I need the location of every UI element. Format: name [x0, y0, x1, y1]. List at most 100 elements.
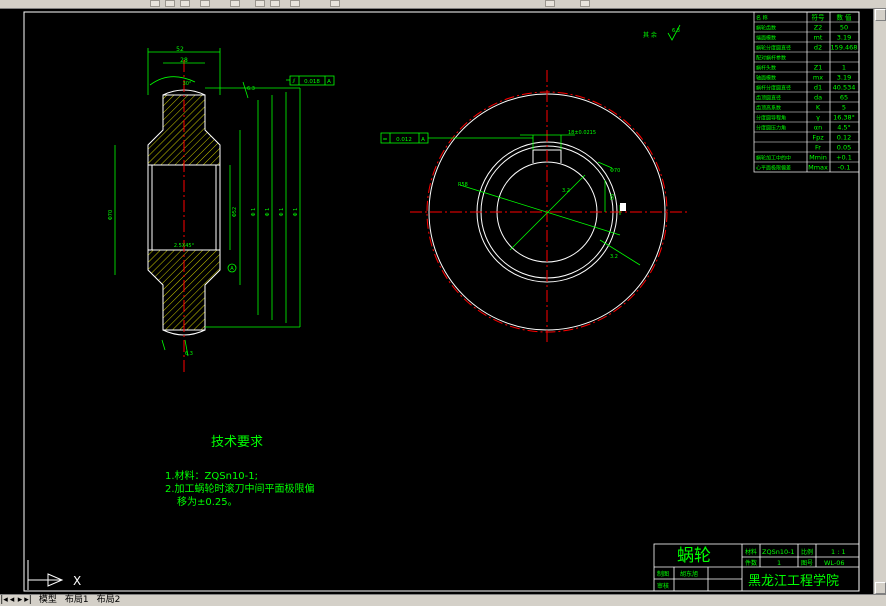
- tolerance-frame-left: ⫽ 0.018 A: [286, 75, 335, 86]
- material-label: 材料: [745, 548, 757, 556]
- part-name: 蜗轮: [677, 546, 711, 566]
- params-cell: 159.468: [831, 44, 858, 52]
- tab-model[interactable]: 模型: [38, 595, 57, 605]
- tab-next-icon[interactable]: ▸: [17, 595, 23, 605]
- drawing-canvas[interactable]: 52 28 30° 2.5X45° Φ70 Φ52 Φ 1 Φ 1 Φ 1 Φ …: [0, 9, 873, 594]
- params-cell: Z2: [814, 24, 823, 32]
- school-name: 黑龙江工程学院: [748, 573, 839, 589]
- tech-line1: 1.材料：ZQSn10-1;: [165, 469, 258, 482]
- dim-width-inner: 28: [180, 57, 188, 64]
- params-cell: 心平面极限偏差: [756, 165, 791, 172]
- title-block-frame: [653, 543, 860, 592]
- params-cell: d1: [814, 84, 822, 92]
- params-cell: 符号: [812, 13, 826, 22]
- roughness-rest-value: 6.3: [672, 28, 680, 34]
- section-dimensions: [114, 48, 301, 357]
- checked-label: 审核: [657, 582, 669, 590]
- params-cell: 0.12: [837, 134, 851, 142]
- toolbar-button[interactable]: [150, 0, 160, 7]
- tech-title: 技术要求: [211, 435, 263, 450]
- front-dimensions: [459, 134, 641, 266]
- params-cell: 65: [840, 94, 848, 102]
- roughness-rest-label: 其 余: [643, 31, 657, 39]
- dim-d1: Φ 1: [251, 208, 257, 217]
- params-cell: K: [816, 104, 821, 112]
- scroll-down-button[interactable]: [875, 582, 886, 594]
- roughness-left-bottom: 6.3: [185, 351, 193, 357]
- params-cell: 0.05: [837, 144, 851, 152]
- tab-layout1[interactable]: 布局1: [64, 595, 89, 605]
- params-cell: 1: [842, 64, 846, 72]
- toolbar-button[interactable]: [270, 0, 280, 7]
- scroll-up-button[interactable]: [875, 9, 886, 21]
- tab-prev-icon[interactable]: ◂: [9, 595, 15, 605]
- params-cell: 配对蜗杆参数: [756, 55, 786, 62]
- drawing-no-value: WL-06: [824, 559, 845, 567]
- tab-last-icon[interactable]: ▸|: [24, 595, 32, 605]
- params-cell: 齿顶高系数: [756, 105, 781, 112]
- drawing-no-label: 图号: [801, 560, 813, 567]
- svg-text:=: =: [382, 136, 387, 143]
- params-cell: 3.19: [837, 34, 851, 42]
- params-cell: mx: [813, 74, 823, 82]
- params-cell: -0.1: [838, 164, 851, 172]
- ratio-label: 比例: [801, 548, 813, 556]
- params-cell: 4.5°: [837, 124, 851, 132]
- toolbar-button[interactable]: [330, 0, 340, 7]
- vertical-scrollbar[interactable]: [873, 9, 886, 594]
- dim-chamfer: 2.5X45°: [174, 243, 195, 249]
- params-cell: 50: [840, 24, 848, 32]
- params-cell: 分度圆导程角: [756, 115, 786, 122]
- params-cell: 端面模数: [756, 35, 776, 42]
- tab-layout2[interactable]: 布局2: [96, 595, 121, 605]
- dim-left-height: Φ70: [108, 210, 114, 220]
- ucs-axis-label: X: [73, 574, 81, 588]
- keyway-marker: [620, 203, 626, 211]
- params-cell: 蜗杆分度圆直径: [756, 85, 791, 92]
- params-cell: 3.19: [837, 74, 851, 82]
- params-cell: 齿顶圆直径: [756, 95, 781, 102]
- datum-a-label: A: [230, 266, 234, 272]
- params-cell: αn: [814, 124, 822, 132]
- dim-hub: Φ52: [232, 207, 238, 217]
- toolbar-button[interactable]: [255, 0, 265, 7]
- svg-text:A: A: [327, 79, 331, 85]
- material-value: ZQSn10-1: [762, 548, 795, 556]
- toolbar-button[interactable]: [580, 0, 590, 7]
- dim-keyway: 18±0.0215: [568, 130, 596, 136]
- drawn-label: 制图: [657, 570, 669, 578]
- params-cell: 名 称: [756, 15, 768, 22]
- params-cell: 蜗轮齿数: [756, 25, 776, 32]
- dim-width-outer: 52: [176, 46, 184, 53]
- params-cell: 数 值: [836, 13, 852, 22]
- roughness-left-top: 6.3: [247, 86, 255, 92]
- toolbar-button[interactable]: [200, 0, 210, 7]
- params-cell: mt: [814, 34, 823, 42]
- top-toolbar-strip: [0, 0, 886, 9]
- dim-d4: Φ 1: [293, 208, 299, 217]
- params-cell: Z1: [814, 64, 823, 72]
- dim-bore: Φ70: [610, 168, 620, 174]
- tech-line2: 2.加工蜗轮时滚刀中间平面极限偏: [165, 482, 315, 495]
- toolbar-button[interactable]: [545, 0, 555, 7]
- svg-text:⫽: ⫽: [292, 78, 296, 85]
- dim-r3: 3.2: [610, 254, 618, 260]
- ucs-icon: [27, 560, 64, 590]
- svg-text:A: A: [421, 137, 425, 143]
- toolbar-button[interactable]: [165, 0, 175, 7]
- count-label: 件数: [745, 559, 757, 567]
- count-value: 1: [777, 559, 781, 567]
- params-cell: 40.534: [833, 84, 856, 92]
- toolbar-button[interactable]: [180, 0, 190, 7]
- dim-d2: Φ 1: [265, 208, 271, 217]
- toolbar-button[interactable]: [290, 0, 300, 7]
- params-cell: 蜗轮加工中的中: [756, 155, 791, 162]
- params-cell: Mmin: [809, 154, 827, 162]
- drawn-value: 胡东旭: [680, 570, 698, 578]
- tab-first-icon[interactable]: |◂: [0, 595, 8, 605]
- toolbar-button[interactable]: [230, 0, 240, 7]
- params-cell: d2: [814, 44, 822, 52]
- params-cell: 蜗轮分度圆直径: [756, 45, 791, 52]
- cad-drawing: 52 28 30° 2.5X45° Φ70 Φ52 Φ 1 Φ 1 Φ 1 Φ …: [23, 11, 860, 592]
